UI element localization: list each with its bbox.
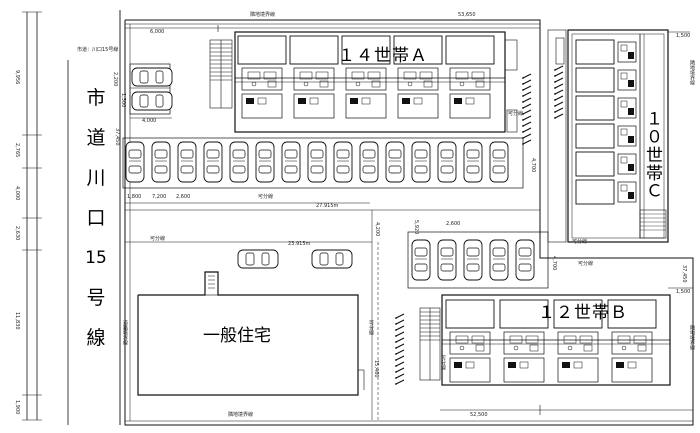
- ruler-dim-3: 4,000: [14, 186, 20, 201]
- dim-left-1300: 1,300: [120, 93, 126, 108]
- label-14a: １４世帯Ａ: [338, 46, 428, 66]
- ruler-dim-1: 9,956: [14, 70, 20, 85]
- road-char-5: 15: [85, 248, 107, 268]
- dim-right-1500a: 1,500: [676, 33, 691, 39]
- parking-dimensions: [125, 202, 540, 420]
- label-house: 一般住宅: [203, 326, 271, 346]
- dim-row-1800: 1,800: [127, 194, 142, 200]
- ruler-dim-2: 2,765: [14, 143, 20, 158]
- road-char-3: 川: [86, 167, 106, 189]
- dim-bottom-width: 52,500: [470, 412, 488, 418]
- note-split-5: 可分線: [572, 239, 588, 245]
- dim-mid-4700: 4,700: [530, 158, 536, 173]
- note-split-6: 可分線: [368, 320, 374, 335]
- dim-left-15460: 15,460: [373, 360, 379, 378]
- road-char-2: 道: [86, 127, 106, 149]
- building-10c: [567, 29, 669, 243]
- ruler-dim-6: 1,900: [14, 400, 20, 415]
- building-14a-annex: [504, 39, 518, 133]
- boundary-top: 隣地境界線: [250, 12, 276, 18]
- label-12b: １２世帯Ｂ: [538, 303, 628, 323]
- road-char-4: 口: [86, 207, 106, 229]
- note-width-col: 可分線: [440, 355, 446, 370]
- dim-mid-4200: 4,200: [374, 222, 380, 237]
- note-split-3: 可分線: [578, 261, 594, 267]
- parking-upper-left: [129, 63, 173, 119]
- parking-row-main: [122, 137, 524, 189]
- note-split-4: 可分線: [508, 111, 524, 117]
- note-split-2: 可分線: [150, 236, 166, 242]
- dim-b-4700: 4,700: [551, 256, 557, 271]
- road-char-7: 線: [86, 327, 106, 349]
- top-dimension: [124, 25, 541, 32]
- dim-right-37450: 37,450: [681, 265, 687, 283]
- road-char-6: 号: [86, 287, 106, 309]
- stair-12b: [419, 307, 441, 381]
- left-ruler: [22, 11, 42, 421]
- note-split-1: 可分線: [258, 194, 274, 200]
- building-14a: [234, 31, 506, 133]
- dim-23915: 23.915m: [288, 241, 311, 247]
- dim-top-left: 6,000: [150, 29, 165, 35]
- bicycle-rack-14a: [521, 73, 532, 146]
- building-10c-annex: [547, 29, 567, 243]
- bicycle-rack-10c: [553, 65, 564, 120]
- road-header: 市道：川口15号線: [77, 47, 119, 53]
- boundary-right-top: 隣地境界線: [689, 60, 695, 85]
- boundary-left: 道路境界線: [122, 320, 128, 345]
- dim-left-2200: 2,200: [112, 72, 118, 87]
- house-outline: [137, 271, 365, 396]
- dim-27915: 27.915m: [316, 203, 339, 209]
- boundary-right-mid: 隣地境界線: [689, 325, 695, 350]
- ruler-dim-4: 2,630: [14, 226, 20, 241]
- parking-house: [237, 249, 353, 269]
- parking-row-middle: [407, 231, 549, 289]
- road-char-1: 市: [86, 87, 106, 109]
- dim-left-depth: 37,450: [114, 128, 120, 146]
- dim-v-5920: 5,920: [413, 220, 419, 235]
- building-12b: [441, 294, 671, 386]
- dim-left-4000: 4,000: [142, 118, 157, 124]
- bicycle-rack-12b: [394, 313, 405, 386]
- label-10c: １０世帯Ｃ: [642, 110, 662, 200]
- dim-right-1500b: 1,500: [676, 289, 691, 295]
- dim-row-7200: 7,200: [152, 194, 167, 200]
- boundary-bottom: 隣地境界線: [228, 412, 254, 418]
- road-name: 市 道 川 口 15 号 線: [84, 78, 108, 358]
- dim-top-width: 53,650: [458, 12, 476, 18]
- dim-row-2600: 2,600: [176, 194, 191, 200]
- ruler-dim-5: 11,830: [14, 312, 20, 330]
- stair-14a: [209, 39, 233, 109]
- dim-mid-2600: 2,600: [446, 221, 461, 227]
